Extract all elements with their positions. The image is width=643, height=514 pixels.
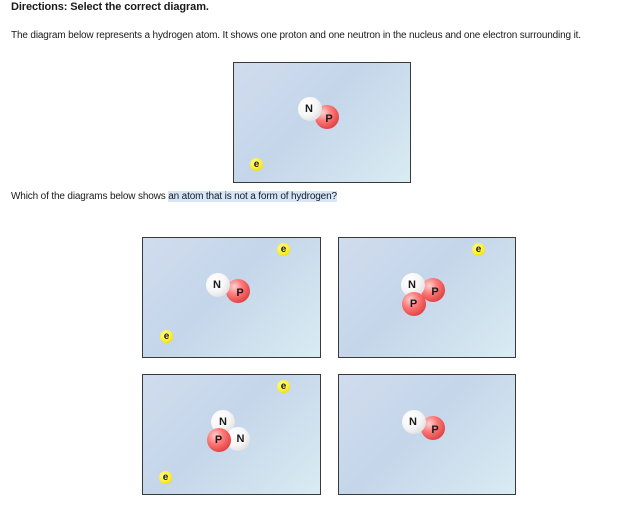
question-text: Which of the diagrams below shows an ato… — [11, 191, 337, 202]
reference-diagram: P N e — [233, 62, 411, 183]
proton: P — [226, 279, 250, 303]
option-diagram-2[interactable]: e P N P — [338, 237, 516, 358]
neutron: N — [298, 97, 322, 121]
electron: e — [159, 471, 172, 484]
proton: P — [207, 428, 231, 452]
neutron: N — [206, 273, 230, 297]
option-diagram-1[interactable]: e P N e — [142, 237, 321, 358]
electron: e — [277, 380, 290, 393]
option-diagram-4[interactable]: P N — [338, 374, 516, 495]
directions-heading: Directions: Select the correct diagram. — [11, 1, 209, 13]
intro-text: The diagram below represents a hydrogen … — [11, 30, 581, 41]
neutron: N — [226, 427, 250, 451]
electron: e — [250, 158, 263, 171]
proton: P — [402, 292, 426, 316]
proton: P — [421, 278, 445, 302]
neutron: N — [402, 410, 426, 434]
electron: e — [277, 243, 290, 256]
question-prefix: Which of the diagrams below shows — [11, 191, 169, 202]
electron: e — [160, 330, 173, 343]
question-highlight: an atom that is not a form of hydrogen? — [168, 191, 337, 202]
option-diagram-3[interactable]: e N N P e — [142, 374, 321, 495]
electron: e — [472, 243, 485, 256]
